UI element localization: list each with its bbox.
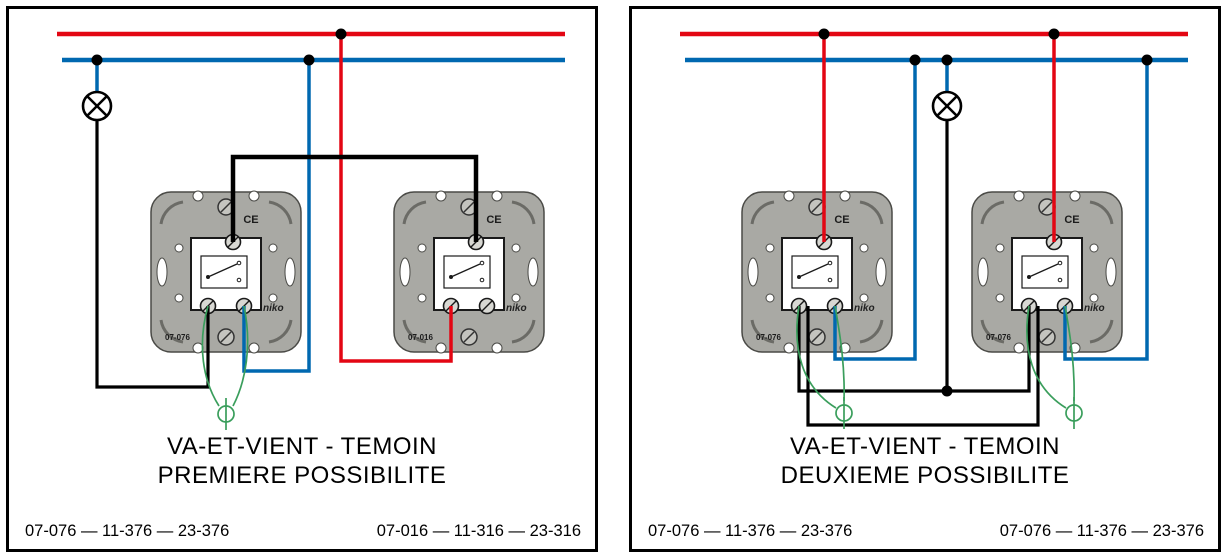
neon-indicator-icon (217, 405, 235, 423)
reference-right: 07-016 — 11-316 — 23-316 (377, 522, 581, 540)
neon-indicator-icon (1065, 404, 1083, 422)
diagram-panel-premiere: CE CE niko niko 07-076 07-016 (6, 6, 598, 552)
junction-dot (909, 54, 921, 66)
neon-indicator-icon (835, 404, 853, 422)
switch-2 (970, 189, 1124, 355)
model-label: 07-076 (756, 333, 781, 342)
junction-dots (818, 28, 1153, 397)
traveller-wire (230, 154, 479, 242)
brand-logo: niko (506, 303, 527, 314)
lamp-return-wire (95, 119, 210, 389)
model-label: 07-076 (986, 333, 1011, 342)
junction-dot (335, 28, 347, 40)
wiring-diagram-deuxieme: CE CE niko niko 07-076 07-076 (648, 28, 1204, 540)
junction-dot (1141, 54, 1153, 66)
reference-right: 07-076 — 11-376 — 23-376 (1000, 522, 1204, 540)
junction-dots (91, 28, 347, 66)
phase-wires (822, 34, 1056, 242)
link-wire-upper (797, 306, 1031, 393)
junction-dot (1048, 28, 1060, 40)
wiring-diagram-premiere: CE CE niko niko 07-076 07-016 (25, 28, 581, 540)
variant-title: PREMIERE POSSIBILITE (158, 462, 447, 489)
lamp-icon (81, 90, 113, 122)
switch-1 (149, 189, 303, 355)
reference-left: 07-076 — 11-376 — 23-376 (648, 522, 852, 540)
ce-mark: CE (243, 214, 258, 226)
switch-1 (740, 189, 894, 355)
phase-wire (339, 34, 453, 363)
black-wires (797, 119, 1040, 427)
junction-dot (941, 54, 953, 66)
junction-dot (941, 385, 953, 397)
diagram-panel-deuxieme: CE CE niko niko 07-076 07-076 (629, 6, 1221, 552)
pilot-lamp-loop (201, 305, 249, 430)
brand-logo: niko (854, 303, 875, 314)
reference-left: 07-076 — 11-376 — 23-376 (25, 522, 229, 540)
model-label: 07-016 (408, 333, 433, 342)
diagram-title: VA-ET-VIENT - TEMOIN (167, 433, 437, 460)
link-wire-lower (806, 306, 1040, 427)
junction-dot (303, 54, 315, 66)
model-label: 07-076 (165, 333, 190, 342)
junction-dot (91, 54, 103, 66)
diagram-title: VA-ET-VIENT - TEMOIN (790, 433, 1060, 460)
lamp-icon (931, 90, 963, 122)
ce-mark: CE (1064, 214, 1079, 226)
junction-dot (818, 28, 830, 40)
brand-logo: niko (263, 303, 284, 314)
switch-2 (392, 189, 546, 355)
variant-title: DEUXIEME POSSIBILITE (781, 462, 1070, 489)
ce-mark: CE (834, 214, 849, 226)
brand-logo: niko (1084, 303, 1105, 314)
pilot-lamp-loops (796, 305, 1083, 429)
ce-mark: CE (486, 214, 501, 226)
